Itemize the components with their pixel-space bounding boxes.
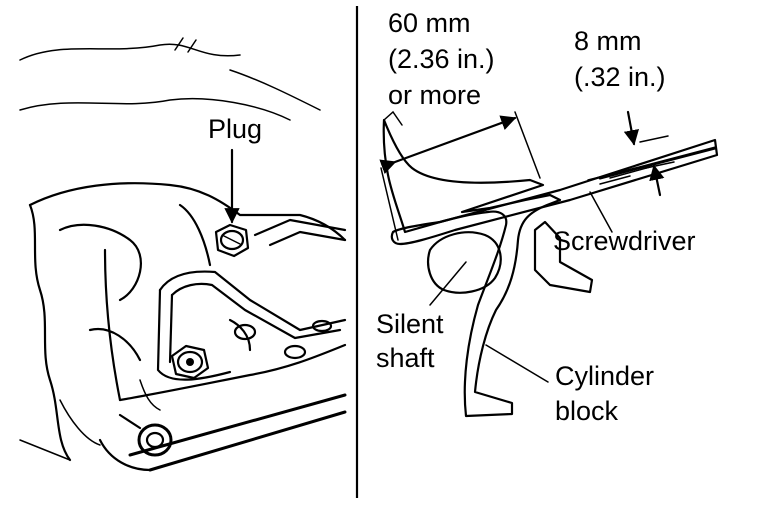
silent-shaft-label-line-1: Silent xyxy=(376,309,444,339)
engine-block-illustration xyxy=(19,37,347,472)
length-label-line-2: (2.36 in.) xyxy=(388,44,495,74)
thickness-dimension xyxy=(623,110,675,197)
length-dimension xyxy=(379,111,541,241)
length-label-line-1: 60 mm xyxy=(388,8,471,38)
thickness-label-line-2: (.32 in.) xyxy=(574,62,666,92)
cylinder-block-label-line-2: block xyxy=(555,396,619,426)
cylinder-block-label-line-1: Cylinder xyxy=(555,361,654,391)
screwdriver-icon xyxy=(390,138,719,246)
plug-label: Plug xyxy=(208,114,262,144)
cylinder-block-leader xyxy=(485,344,549,383)
length-label-line-3: or more xyxy=(388,80,481,110)
silent-shaft-leader xyxy=(429,261,467,306)
thickness-label-line-1: 8 mm xyxy=(574,26,642,56)
plug-icon xyxy=(214,223,250,258)
bolt-icon xyxy=(170,344,210,380)
silent-shaft-section xyxy=(427,231,502,294)
screwdriver-label: Screwdriver xyxy=(553,226,696,256)
silent-shaft-label-line-2: shaft xyxy=(376,343,435,373)
screwdriver-leader xyxy=(589,191,613,233)
